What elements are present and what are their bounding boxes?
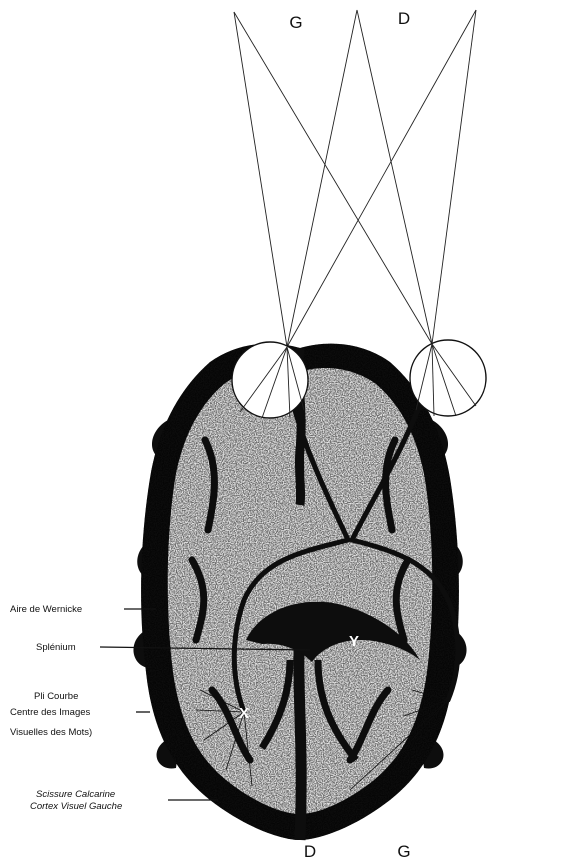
ray — [287, 10, 357, 347]
visual-field-rays — [234, 10, 476, 347]
ray — [357, 10, 432, 344]
bottom-left-label: D — [304, 842, 316, 861]
ray — [234, 12, 432, 344]
ray — [234, 12, 287, 347]
right-eye — [410, 340, 486, 416]
label-gyrus-line3: Visuelles des Mots) — [10, 727, 92, 738]
bottom-right-label: G — [397, 842, 410, 861]
annotation-visual-cortex: Scissure Calcarine Cortex Visuel Gauche — [30, 789, 218, 812]
top-right-label: D — [398, 9, 410, 28]
annotation-wernicke: Aire de Wernicke — [10, 604, 156, 615]
ray — [432, 10, 476, 344]
top-left-label: G — [289, 13, 302, 32]
ray — [287, 10, 476, 347]
marker-y: Y — [349, 633, 359, 650]
label-gyrus-line2: Centre des Images — [10, 707, 91, 718]
label-visual-line2: Cortex Visuel Gauche — [30, 801, 122, 812]
label-gyrus-line1: Pli Courbe — [34, 691, 78, 702]
label-splenium: Splénium — [36, 642, 76, 653]
marker-x: X — [239, 705, 249, 722]
annotation-angular-gyrus: Pli Courbe Centre des Images Visuelles d… — [10, 691, 150, 738]
left-eye — [232, 342, 308, 418]
label-wernicke: Aire de Wernicke — [10, 604, 82, 615]
brain-section — [133, 340, 466, 842]
label-visual-line1: Scissure Calcarine — [36, 789, 115, 800]
longitudinal-fissure-back — [299, 630, 301, 840]
